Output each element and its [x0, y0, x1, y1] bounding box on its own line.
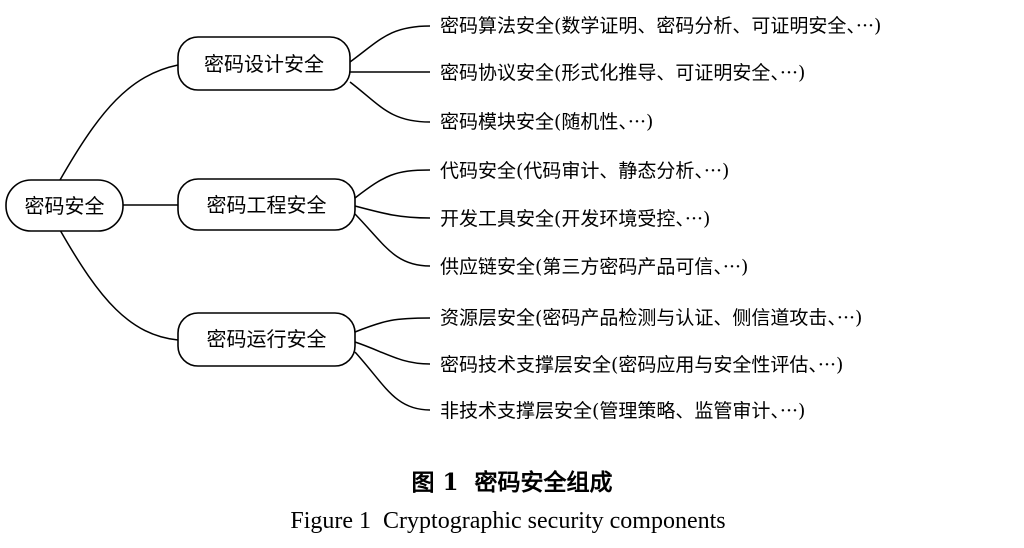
leaf-engineering-2: 开发工具安全(开发环境受控、···) — [440, 208, 710, 230]
leaf-design-2: 密码协议安全(形式化推导、可证明安全、···) — [440, 62, 805, 84]
leaf-design-1: 密码算法安全(数学证明、密码分析、可证明安全、···) — [440, 15, 881, 37]
edge-operation-leaf-3 — [354, 351, 431, 411]
edge-engineering-leaf-2 — [354, 205, 431, 219]
caption-chinese: 图 1 密码安全组成 — [411, 469, 612, 496]
edge-engineering-leaf-1 — [354, 169, 431, 199]
leaf-operation-3: 非技术支撑层安全(管理策略、监管审计、···) — [440, 400, 805, 422]
edge-design-leaf-3 — [349, 81, 431, 123]
edge-root-to-operation — [59, 229, 179, 341]
branch-label-design: 密码设计安全 — [204, 52, 324, 76]
branch-label-engineering: 密码工程安全 — [207, 193, 327, 217]
edge-operation-leaf-1 — [354, 317, 431, 333]
branch-node-design: 密码设计安全 — [177, 36, 351, 91]
root-node: 密码安全 — [5, 179, 124, 232]
edge-design-leaf-1 — [349, 25, 431, 63]
leaf-engineering-3: 供应链安全(第三方密码产品可信、···) — [440, 256, 748, 278]
edge-root-to-design — [59, 64, 179, 181]
branch-label-operation: 密码运行安全 — [207, 327, 327, 351]
leaf-design-3: 密码模块安全(随机性、···) — [440, 111, 653, 133]
leaf-operation-1: 资源层安全(密码产品检测与认证、侧信道攻击、···) — [440, 307, 862, 329]
edge-engineering-leaf-3 — [354, 213, 431, 267]
branch-node-operation: 密码运行安全 — [177, 312, 356, 367]
root-node-label: 密码安全 — [25, 194, 105, 218]
leaf-operation-2: 密码技术支撑层安全(密码应用与安全性评估、···) — [440, 354, 843, 376]
leaf-engineering-1: 代码安全(代码审计、静态分析、···) — [440, 160, 729, 182]
branch-node-engineering: 密码工程安全 — [177, 178, 356, 231]
edge-operation-leaf-2 — [354, 341, 431, 365]
caption-english: Figure 1 Cryptographic security componen… — [290, 508, 725, 534]
